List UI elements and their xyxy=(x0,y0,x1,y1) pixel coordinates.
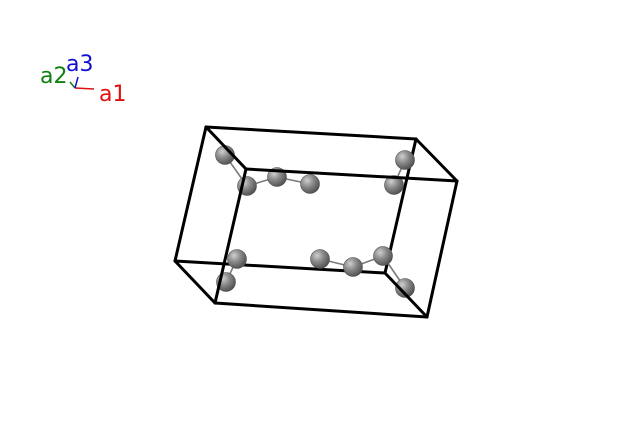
carbon-atom[interactable] xyxy=(343,257,363,277)
cell-edge xyxy=(204,125,418,141)
a2-axis-label: a2 xyxy=(40,64,67,89)
a3-axis-line xyxy=(74,76,79,89)
cell-edge xyxy=(425,179,459,319)
cell-edge xyxy=(213,301,429,319)
a1-axis-label: a1 xyxy=(99,82,126,107)
unit-cell-front xyxy=(173,125,459,319)
cell-edge xyxy=(204,125,248,171)
carbon-atom[interactable] xyxy=(395,150,415,170)
cell-edge xyxy=(213,167,248,305)
cell-edge xyxy=(414,137,459,183)
a3-axis-label: a3 xyxy=(66,52,93,77)
cell-edge xyxy=(383,271,429,319)
a2-axis-line xyxy=(69,81,76,89)
carbon-atom[interactable] xyxy=(300,174,320,194)
carbon-atom[interactable] xyxy=(395,278,415,298)
carbon-atom[interactable] xyxy=(373,246,393,266)
a1-axis-line xyxy=(74,87,95,90)
cell-edge xyxy=(244,167,459,183)
axis-indicator: a2 a3 a1 xyxy=(40,52,126,107)
cell-edge xyxy=(173,259,217,305)
carbon-atom[interactable] xyxy=(227,249,247,269)
carbon-atom[interactable] xyxy=(384,175,404,195)
cell-edge xyxy=(173,125,208,263)
carbon-atom[interactable] xyxy=(310,249,330,269)
